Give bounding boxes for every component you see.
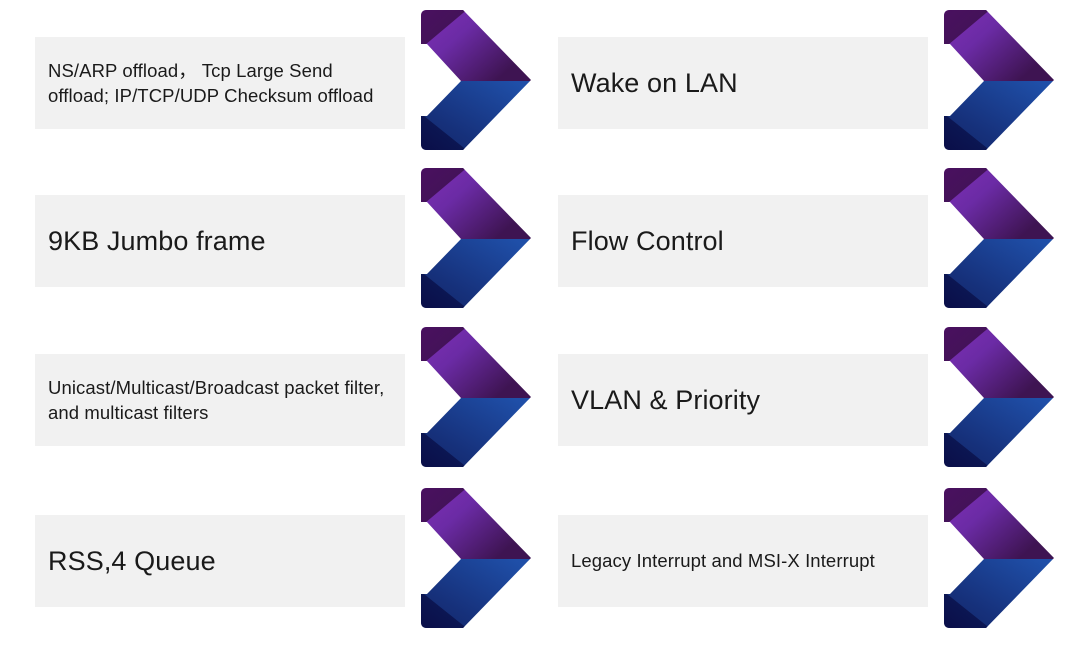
feature-label-interrupts: Legacy Interrupt and MSI-X Interrupt: [571, 550, 875, 572]
feature-label-flow-control: Flow Control: [571, 225, 724, 256]
chevron-arrow-icon: [944, 10, 1054, 150]
feature-label-wake-on-lan: Wake on LAN: [571, 67, 738, 98]
feature-chevron-packet-filters: [383, 325, 533, 475]
chevron-arrow-icon: [421, 488, 531, 628]
feature-item-interrupts[interactable]: Legacy Interrupt and MSI-X Interrupt: [558, 481, 1054, 641]
chevron-arrow-icon: [944, 168, 1054, 308]
chevron-arrow-icon: [421, 10, 531, 150]
feature-item-offload-features[interactable]: NS/ARP offload， Tcp Large Send offload; …: [35, 3, 531, 163]
feature-label-packet-filters: Unicast/Multicast/Broadcast packet filte…: [48, 376, 385, 423]
chevron-arrow-icon: [944, 488, 1054, 628]
feature-label-plate-rss-queue: RSS,4 Queue: [35, 515, 405, 607]
feature-chevron-offload-features: [383, 8, 533, 158]
feature-label-offload-features: NS/ARP offload， Tcp Large Send offload; …: [48, 59, 374, 106]
feature-item-vlan-priority[interactable]: VLAN & Priority: [558, 320, 1054, 480]
feature-label-plate-jumbo-frame: 9KB Jumbo frame: [35, 195, 405, 287]
feature-chevron-rss-queue: [383, 486, 533, 636]
chevron-arrow-icon: [421, 327, 531, 467]
feature-label-plate-wake-on-lan: Wake on LAN: [558, 37, 928, 129]
feature-item-flow-control[interactable]: Flow Control: [558, 161, 1054, 321]
feature-chevron-vlan-priority: [906, 325, 1056, 475]
feature-chevron-flow-control: [906, 166, 1056, 316]
feature-label-plate-interrupts: Legacy Interrupt and MSI-X Interrupt: [558, 515, 928, 607]
feature-chevron-jumbo-frame: [383, 166, 533, 316]
feature-label-plate-offload-features: NS/ARP offload， Tcp Large Send offload; …: [35, 37, 405, 129]
feature-item-wake-on-lan[interactable]: Wake on LAN: [558, 3, 1054, 163]
feature-item-packet-filters[interactable]: Unicast/Multicast/Broadcast packet filte…: [35, 320, 531, 480]
chevron-arrow-icon: [944, 327, 1054, 467]
feature-item-rss-queue[interactable]: RSS,4 Queue: [35, 481, 531, 641]
feature-label-jumbo-frame: 9KB Jumbo frame: [48, 225, 266, 256]
chevron-arrow-icon: [421, 168, 531, 308]
feature-label-vlan-priority: VLAN & Priority: [571, 384, 761, 415]
feature-chevron-interrupts: [906, 486, 1056, 636]
feature-chevron-wake-on-lan: [906, 8, 1056, 158]
feature-item-jumbo-frame[interactable]: 9KB Jumbo frame: [35, 161, 531, 321]
feature-label-plate-packet-filters: Unicast/Multicast/Broadcast packet filte…: [35, 354, 405, 446]
feature-label-plate-vlan-priority: VLAN & Priority: [558, 354, 928, 446]
feature-label-rss-queue: RSS,4 Queue: [48, 545, 216, 576]
feature-label-plate-flow-control: Flow Control: [558, 195, 928, 287]
